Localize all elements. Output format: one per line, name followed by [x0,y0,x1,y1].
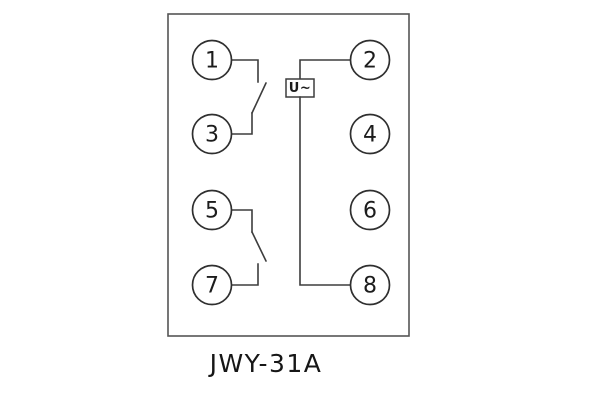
wire-terminal-8 [299,96,352,286]
terminal-2-number: 2 [363,49,377,74]
voltage-element-label: U~ [289,81,311,96]
terminal-6-circle [349,189,391,231]
wire-terminal-1 [230,59,259,83]
terminal-3-number: 3 [205,123,219,148]
contact-group-5-7 [230,209,267,286]
terminal-8-circle [349,264,391,306]
terminal-2-circle [349,39,391,81]
terminal-6-number: 6 [363,199,377,224]
terminal-8-number: 8 [363,274,377,299]
terminal-5-circle [191,189,233,231]
terminal-4: 4 [349,113,391,155]
wire-terminal-7 [230,263,259,286]
terminal-8: 8 [349,264,391,306]
wire-terminal-2 [299,59,352,80]
voltage-branch-2-8: U~ [285,59,352,286]
wire-terminal-5 [230,209,253,233]
terminal-5-number: 5 [205,199,219,224]
terminal-1: 1 [191,39,233,81]
terminal-5: 5 [191,189,233,231]
switch-blade-5-7-icon [251,231,267,262]
model-label: JWY-31A [208,349,323,378]
terminal-7-number: 7 [205,274,219,299]
terminal-3: 3 [191,113,233,155]
terminal-6: 6 [349,189,391,231]
relay-case-outline [167,13,410,337]
terminal-1-circle [191,39,233,81]
terminal-2: 2 [349,39,391,81]
terminal-7-circle [191,264,233,306]
terminal-4-circle [349,113,391,155]
terminal-3-circle [191,113,233,155]
terminal-7: 7 [191,264,233,306]
terminal-4-number: 4 [363,123,377,148]
switch-blade-1-3-icon [251,82,267,114]
wire-terminal-3 [230,112,253,135]
contact-group-1-3 [230,59,267,135]
terminal-1-number: 1 [205,49,219,74]
